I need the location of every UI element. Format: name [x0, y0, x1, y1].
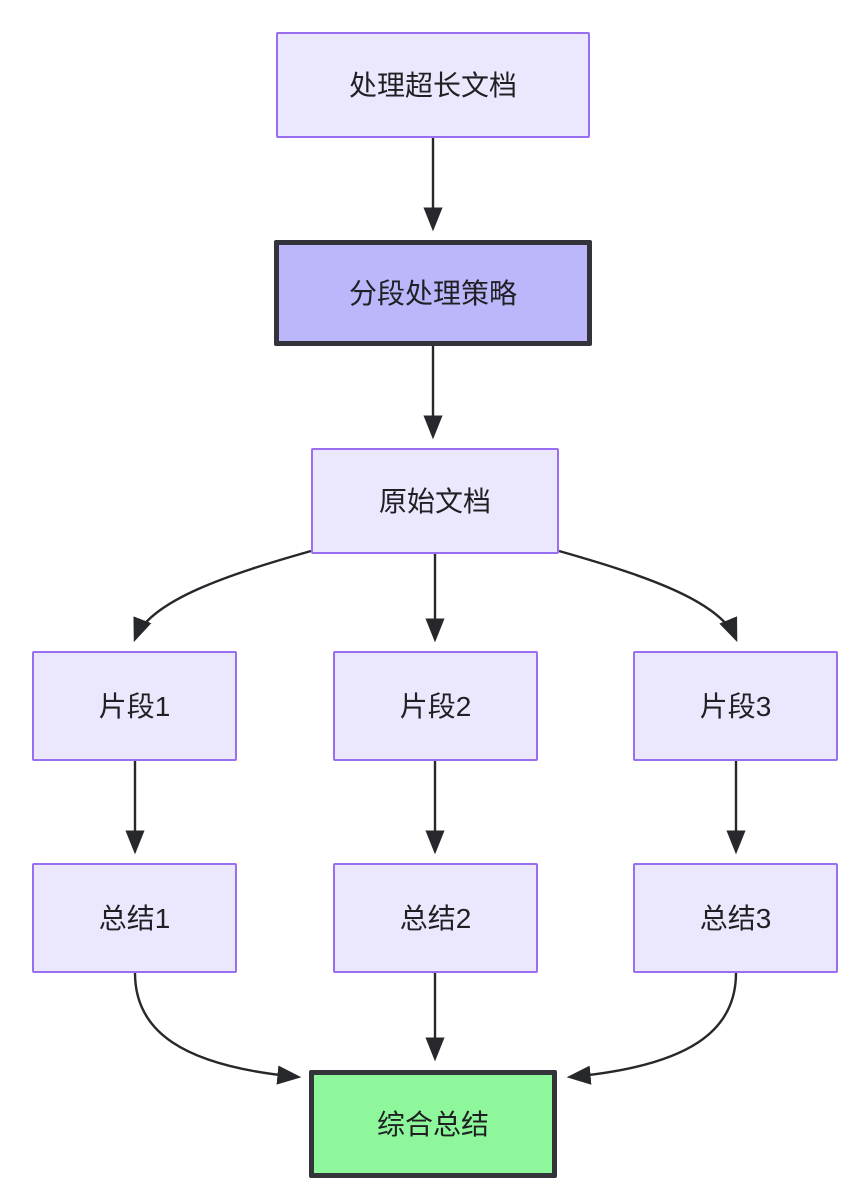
- node-label: 综合总结: [376, 1108, 489, 1140]
- edge-n9-n10: [566, 972, 738, 1085]
- node-chunking-strategy[interactable]: 分段处理策略: [274, 240, 592, 346]
- node-summary-1[interactable]: 总结1: [32, 863, 237, 973]
- node-label: 处理超长文档: [348, 69, 517, 101]
- edge-n3-n6: [558, 549, 738, 643]
- node-label: 总结3: [699, 902, 772, 934]
- node-summary-2[interactable]: 总结2: [333, 863, 538, 973]
- node-segment-1[interactable]: 片段1: [32, 651, 237, 761]
- node-final-summary[interactable]: 综合总结: [309, 1070, 557, 1178]
- node-label: 原始文档: [378, 485, 491, 517]
- node-label: 总结1: [98, 902, 171, 934]
- node-label: 片段3: [699, 690, 772, 722]
- node-label: 总结2: [399, 902, 472, 934]
- node-label: 片段2: [399, 690, 472, 722]
- node-label: 分段处理策略: [348, 277, 517, 309]
- node-process-long-document[interactable]: 处理超长文档: [276, 32, 590, 138]
- edge-n3-n4: [133, 549, 312, 643]
- node-label: 片段1: [98, 690, 171, 722]
- edge-n7-n10: [133, 972, 302, 1085]
- node-segment-3[interactable]: 片段3: [633, 651, 838, 761]
- node-segment-2[interactable]: 片段2: [333, 651, 538, 761]
- node-summary-3[interactable]: 总结3: [633, 863, 838, 973]
- node-original-document[interactable]: 原始文档: [311, 448, 559, 554]
